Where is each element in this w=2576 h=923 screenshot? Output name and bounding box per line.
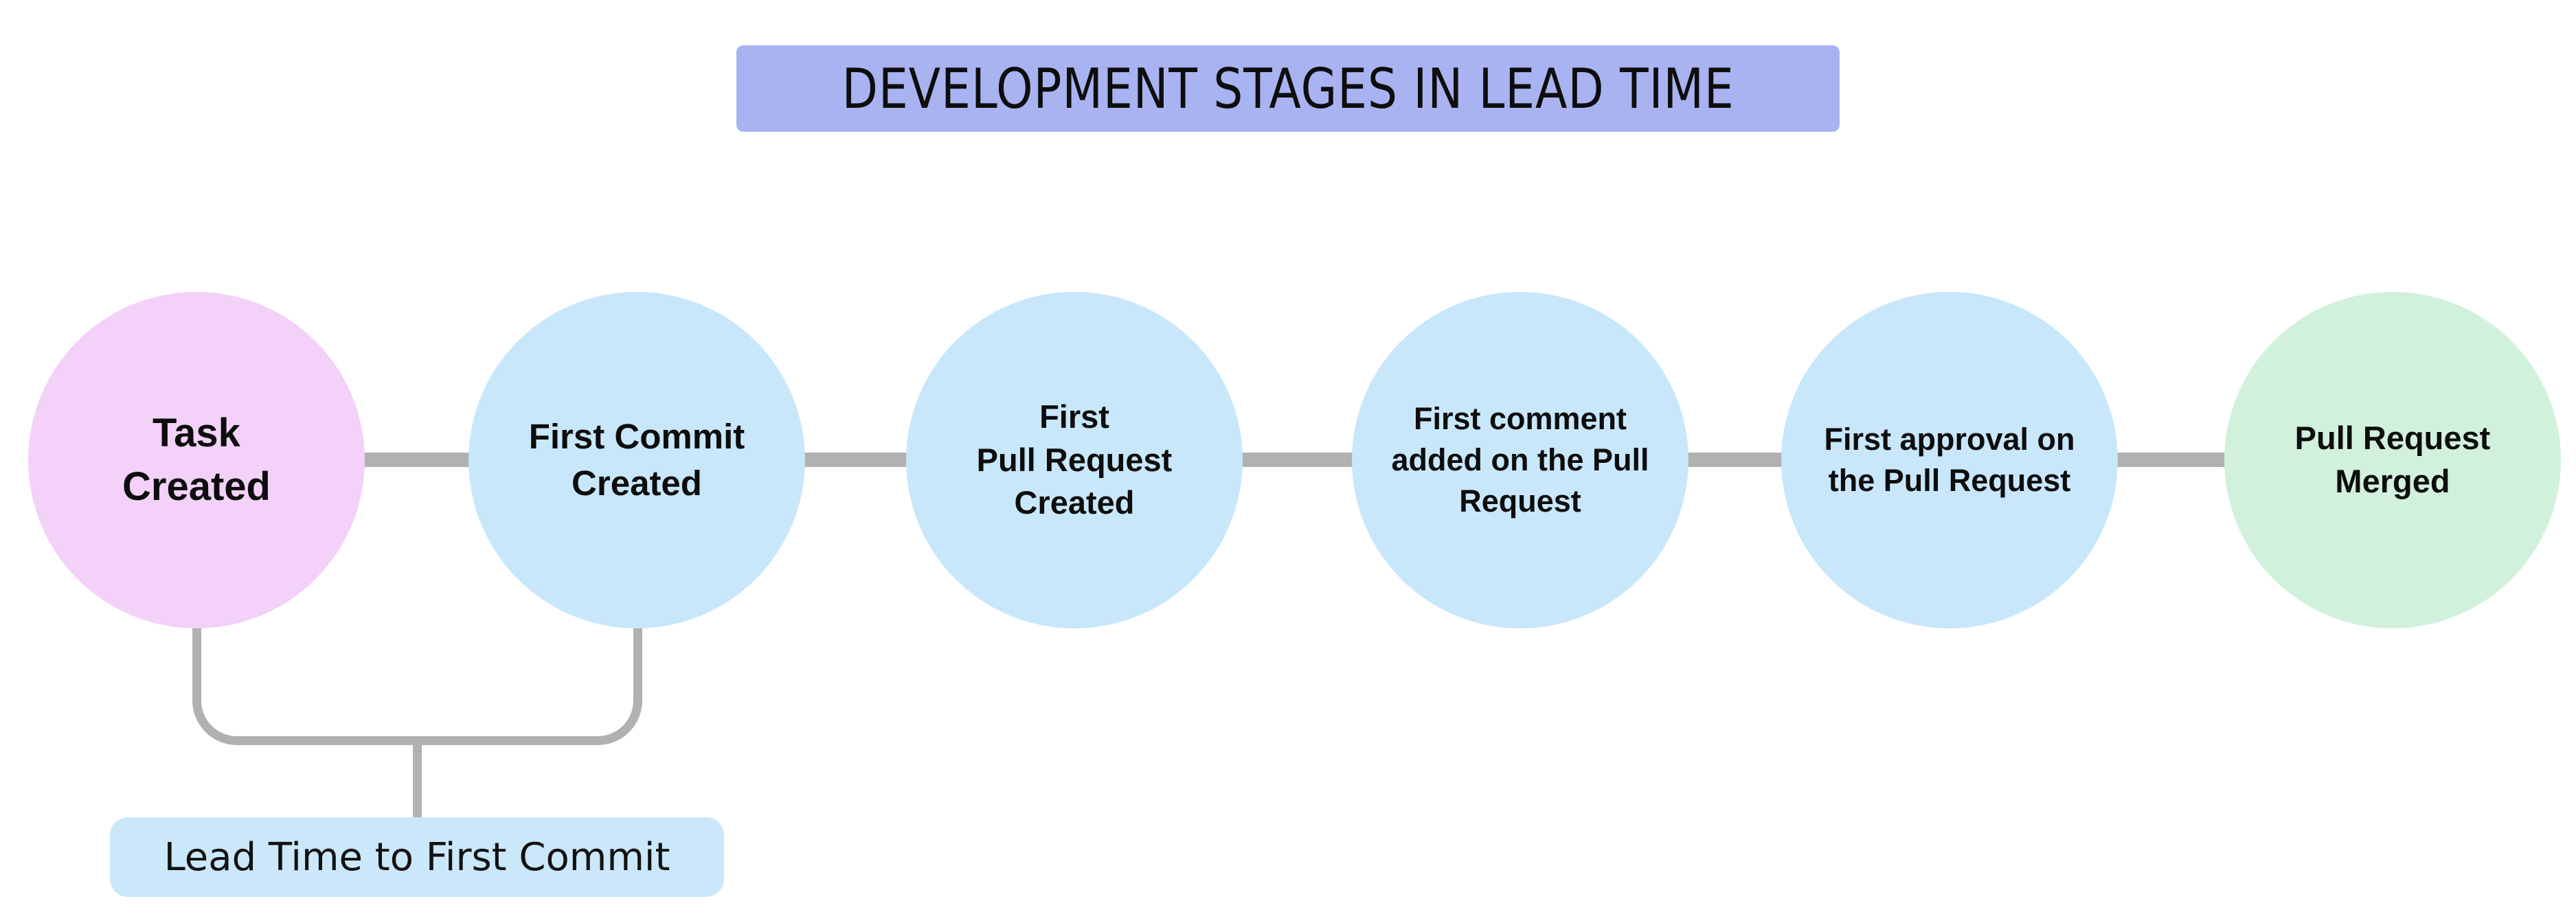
stage-node-pull-request-merged: Pull Request Merged <box>2224 292 2561 628</box>
stage-node-first-pull-request-created: First Pull Request Created <box>906 292 1243 628</box>
lead-time-bracket <box>192 624 642 745</box>
lead-time-annotation-text: Lead Time to First Commit <box>163 834 670 880</box>
stage-node-label: First Pull Request Created <box>976 398 1173 521</box>
stage-node-first-commit-created: First Commit Created <box>468 292 805 628</box>
stage-node-label: First Commit Created <box>528 416 745 503</box>
stage-node-first-approval: First approval on the Pull Request <box>1781 292 2118 628</box>
stage-node-label: Task Created <box>122 411 271 509</box>
stage-node-first-comment-added: First comment added on the Pull Request <box>1352 292 1688 628</box>
lead-time-annotation: Lead Time to First Commit <box>110 817 724 897</box>
title-banner: DEVELOPMENT STAGES IN LEAD TIME <box>736 45 1840 132</box>
stage-node-task-created: Task Created <box>28 292 365 628</box>
stage-node-label: Pull Request Merged <box>2294 420 2491 499</box>
stage-node-label: First comment added on the Pull Request <box>1391 400 1649 519</box>
title-text: DEVELOPMENT STAGES IN LEAD TIME <box>841 56 1735 121</box>
lead-time-bracket-stem <box>413 740 422 817</box>
stage-node-label: First approval on the Pull Request <box>1824 421 2075 498</box>
